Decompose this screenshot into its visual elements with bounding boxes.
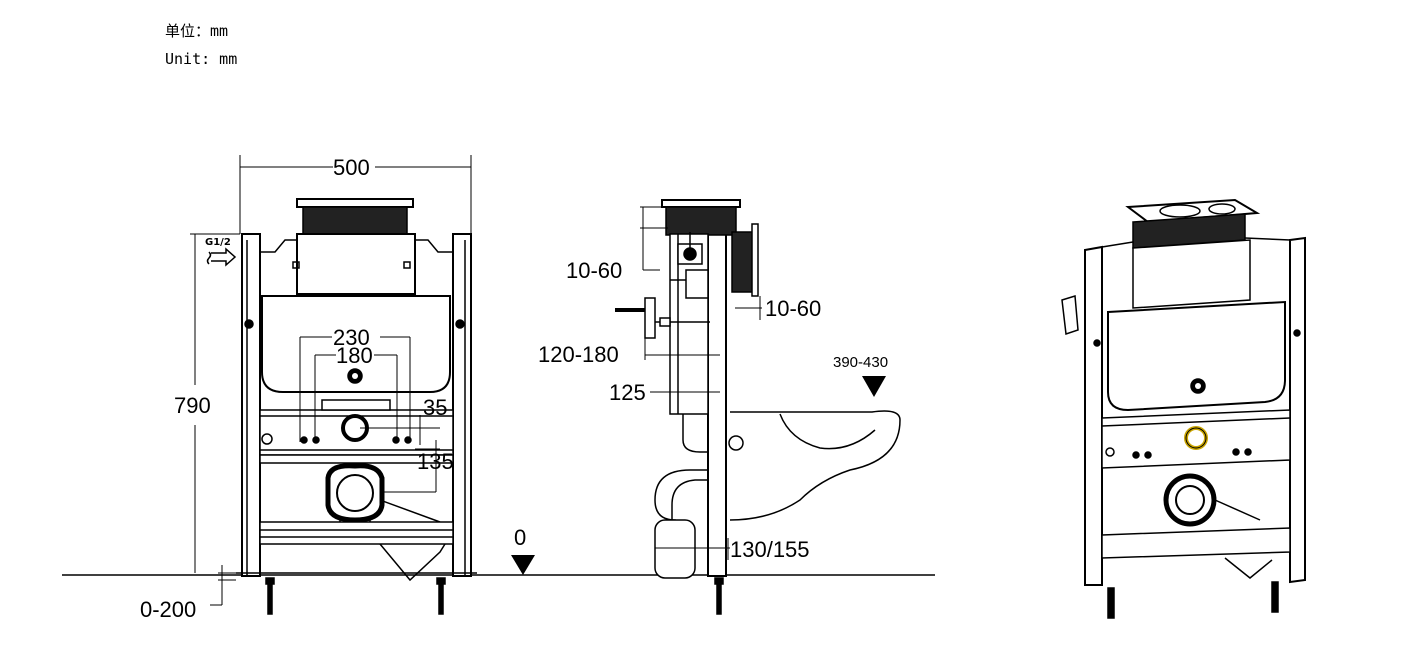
- inlet-label: G1/2: [205, 237, 231, 248]
- dim-230: 230: [333, 325, 370, 350]
- dim-35: 35: [423, 395, 447, 420]
- front-dimensions: [190, 155, 472, 606]
- side-view: [615, 199, 901, 615]
- floor-marker-icon: [511, 555, 535, 575]
- front-view: [206, 198, 477, 615]
- dim-adjust-height: 0-200: [140, 597, 196, 622]
- dim-outlet: 130/155: [730, 537, 810, 562]
- dim-seat-height: 390-430: [833, 354, 888, 371]
- dim-frame-height: 790: [174, 393, 211, 418]
- dim-125: 125: [609, 380, 646, 405]
- dim-180: 180: [336, 343, 373, 368]
- dim-side-top: 10-60: [566, 258, 622, 283]
- seat-marker-icon: [862, 376, 886, 397]
- dim-frame-width: 500: [333, 155, 370, 180]
- unit-label-en: Unit: mm: [165, 50, 238, 68]
- dim-depth: 120-180: [538, 342, 619, 367]
- side-dimensions: [640, 206, 762, 560]
- dim-side-right: 10-60: [765, 296, 821, 321]
- perspective-view: [1061, 198, 1306, 619]
- unit-label-cn: 单位：mm: [165, 22, 229, 40]
- floor-zero-label: 0: [514, 525, 526, 550]
- dim-135: 135: [417, 449, 454, 474]
